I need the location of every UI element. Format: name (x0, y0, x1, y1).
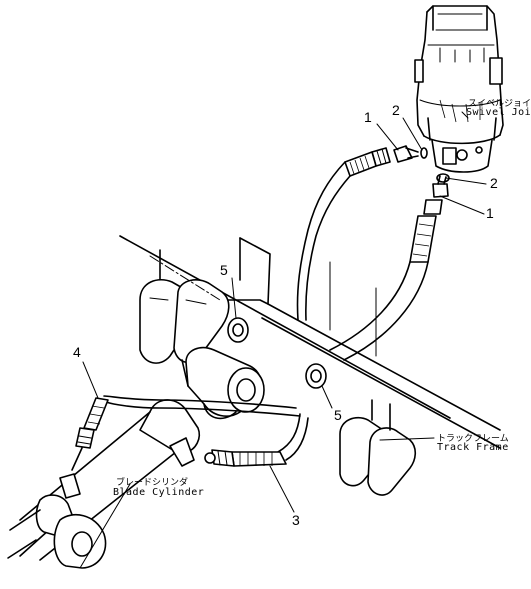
centerline (149, 255, 221, 301)
hose-3 (204, 413, 309, 467)
callout-3: 3 (292, 512, 300, 528)
track-frame-label-en: Track Frame (437, 442, 509, 453)
swivel-joint-label-en: Swivel Joint (466, 107, 531, 118)
callout-2-right: 2 (490, 175, 498, 191)
callout-1-top: 1 (364, 109, 372, 125)
hose-upper (296, 147, 391, 321)
callout-4: 4 (73, 344, 81, 360)
blade-cylinder (7, 399, 201, 569)
track-rollers-left (139, 278, 230, 364)
callout-5-upper: 5 (220, 262, 228, 278)
hose-4 (71, 395, 301, 471)
blade-cylinder-label-en: Blade Cylinder (113, 487, 205, 498)
blade-cylinder-label-jp: ブレードシリンダ (116, 478, 189, 488)
callout-2-top: 2 (392, 102, 400, 118)
fittings (393, 145, 450, 198)
callout-5-lower: 5 (334, 407, 342, 423)
grommets (227, 317, 327, 389)
track-frame-label-jp: トラックフレーム (437, 434, 509, 444)
swivel-joint-label-jp: スイベルジョイント (468, 99, 531, 109)
hose-right (329, 199, 443, 361)
track-rollers-right (339, 399, 417, 496)
callout-1-right: 1 (486, 205, 494, 221)
swivel-joint (414, 5, 504, 173)
leader-lines (79, 111, 487, 569)
cylinder-bracket (181, 346, 265, 420)
